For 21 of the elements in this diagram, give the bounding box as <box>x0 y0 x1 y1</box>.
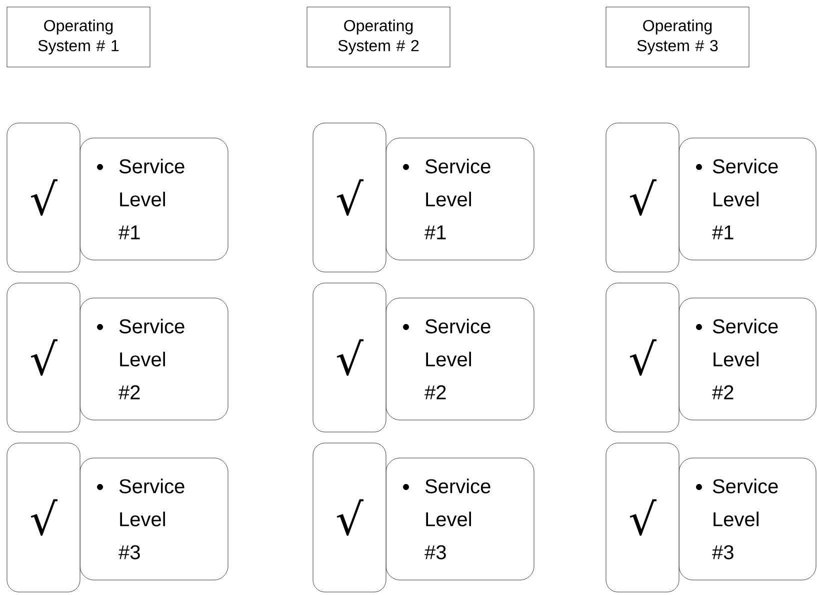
check-box: √ <box>6 442 80 592</box>
check-box: √ <box>606 122 680 272</box>
header-box: Operating System # 3 <box>606 6 750 68</box>
check-box: √ <box>312 282 386 432</box>
service-box: Service Level #2 <box>678 298 816 420</box>
header-box: Operating System # 1 <box>6 6 150 68</box>
check-box: √ <box>6 282 80 432</box>
check-box: √ <box>606 282 680 432</box>
service-box: Service Level #1 <box>678 138 816 260</box>
check-box: √ <box>606 442 680 592</box>
service-box: Service Level #3 <box>678 458 816 580</box>
service-box: Service Level #3 <box>386 458 534 580</box>
header-box: Operating System # 2 <box>306 6 450 68</box>
check-box: √ <box>6 122 80 272</box>
service-box: Service Level #1 <box>386 138 534 260</box>
check-box: √ <box>312 442 386 592</box>
check-box: √ <box>312 122 386 272</box>
service-box: Service Level #1 <box>80 138 228 260</box>
service-box: Service Level #2 <box>386 298 534 420</box>
service-box: Service Level #2 <box>80 298 228 420</box>
service-box: Service Level #3 <box>80 458 228 580</box>
